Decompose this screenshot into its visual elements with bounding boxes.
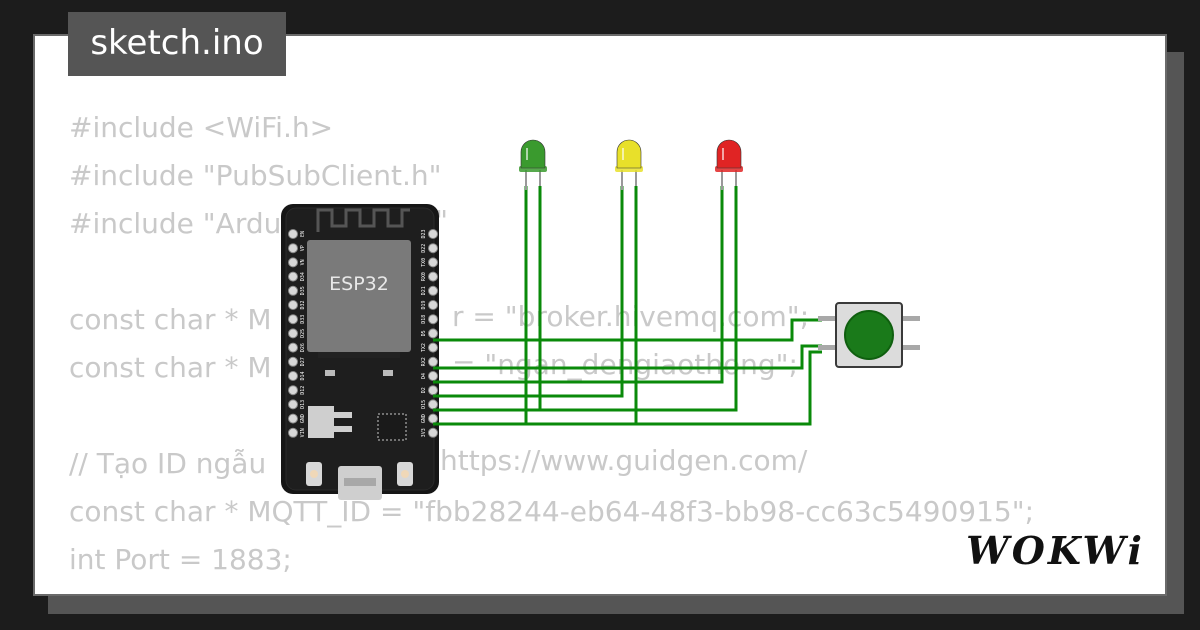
pin-label: D22 xyxy=(421,244,427,253)
pin-label: RX0 xyxy=(421,272,427,281)
pin-label: D12 xyxy=(300,386,306,395)
wire-red-anode xyxy=(433,186,724,384)
pin-label: D18 xyxy=(421,315,427,324)
pin-label: D26 xyxy=(300,343,306,352)
pin-label: D34 xyxy=(300,272,306,281)
pin-en[interactable] xyxy=(288,229,298,239)
pin-label: VIN xyxy=(300,428,306,437)
wire-button-a xyxy=(433,318,822,342)
pin-label: D5 xyxy=(421,330,427,336)
wire-button-gnd xyxy=(433,350,822,426)
wire-button-b xyxy=(433,344,822,370)
pin-d33[interactable] xyxy=(288,314,298,325)
pin-d19[interactable] xyxy=(428,300,438,310)
pin-label: GND xyxy=(300,414,306,423)
sketch-filename-tab[interactable]: sketch.ino xyxy=(68,12,286,76)
pin-label: D25 xyxy=(300,329,306,338)
led-yellow[interactable] xyxy=(615,139,643,190)
pin-gnd[interactable] xyxy=(288,413,298,424)
pin-label: D19 xyxy=(421,300,427,309)
antenna-trace xyxy=(316,208,410,232)
code-fragment-server: r = "broker.hivemq.com"; xyxy=(452,300,809,333)
pin-label: GND xyxy=(421,414,427,423)
pin-gnd[interactable] xyxy=(428,413,438,424)
pin-vp[interactable] xyxy=(288,243,298,254)
pin-rx2[interactable] xyxy=(428,356,438,367)
code-fragment-topic: = "ngan_dengiaothong"; xyxy=(452,348,798,381)
pin-label: VP xyxy=(300,245,306,251)
pin-d15[interactable] xyxy=(428,399,438,410)
pin-label: D14 xyxy=(300,371,306,380)
pin-d23[interactable] xyxy=(428,229,438,239)
pin-vn[interactable] xyxy=(288,257,298,268)
pin-label: D2 xyxy=(421,387,427,393)
pin-d32[interactable] xyxy=(288,300,298,310)
pin-d12[interactable] xyxy=(288,385,298,396)
pin-d27[interactable] xyxy=(288,356,298,367)
pin-d35[interactable] xyxy=(288,285,298,296)
wire-yellow-anode xyxy=(433,186,624,398)
pin-label: D4 xyxy=(421,373,427,379)
pin-d13[interactable] xyxy=(288,399,298,410)
code-snippet: #include <WiFi.h> #include "PubSubClient… xyxy=(69,111,1035,576)
pin-d5[interactable] xyxy=(428,328,438,339)
pin-label: EN xyxy=(300,231,306,237)
pin-label: D21 xyxy=(421,286,427,295)
led-red[interactable] xyxy=(715,139,743,190)
pin-d34[interactable] xyxy=(288,271,298,282)
wire-red-cathode xyxy=(433,186,738,412)
pin-d26[interactable] xyxy=(288,342,298,353)
pin-label: D32 xyxy=(300,300,306,309)
pin-d4[interactable] xyxy=(428,371,438,381)
wokwi-logo: WOKWi xyxy=(966,528,1145,573)
pin-label: D23 xyxy=(421,229,427,238)
pin-label: D15 xyxy=(421,400,427,409)
pin-d18[interactable] xyxy=(428,314,438,325)
pin-label: VN xyxy=(300,259,306,265)
pin-rx0[interactable] xyxy=(428,271,438,282)
pin-tx0[interactable] xyxy=(428,257,438,268)
wires xyxy=(433,186,822,426)
pin-tx2[interactable] xyxy=(428,342,438,353)
pin-label: TX2 xyxy=(421,343,427,352)
voltage-regulator xyxy=(308,406,334,438)
push-button[interactable] xyxy=(818,302,920,368)
pin-label: D33 xyxy=(300,315,306,324)
pin-d21[interactable] xyxy=(428,285,438,296)
pin-label: D35 xyxy=(300,286,306,295)
esp32-module xyxy=(307,240,411,352)
button-cap xyxy=(844,310,894,360)
led-group xyxy=(519,139,743,190)
pin-d25[interactable] xyxy=(288,328,298,339)
esp32-board[interactable]: ESP32 ENVPVND34D35D32D33D25D26D27D14D12D… xyxy=(281,204,439,500)
pin-d22[interactable] xyxy=(428,243,438,254)
usb-chip xyxy=(377,413,407,441)
led-green[interactable] xyxy=(519,139,547,190)
pin-label: D13 xyxy=(300,400,306,409)
pin-d2[interactable] xyxy=(428,385,438,396)
pin-vin[interactable] xyxy=(288,427,298,438)
pin-label: 3V3 xyxy=(421,428,427,437)
pin-label: D27 xyxy=(300,357,306,366)
preview-card: #include <WiFi.h> #include "PubSubClient… xyxy=(33,34,1167,596)
pin-3v3[interactable] xyxy=(428,427,438,438)
pin-label: RX2 xyxy=(421,357,427,366)
pin-label: TX0 xyxy=(421,258,427,267)
chip-label: ESP32 xyxy=(329,273,389,295)
pin-d14[interactable] xyxy=(288,371,298,381)
code-fragment-comment: https://www.guidgen.com/ xyxy=(440,444,808,477)
